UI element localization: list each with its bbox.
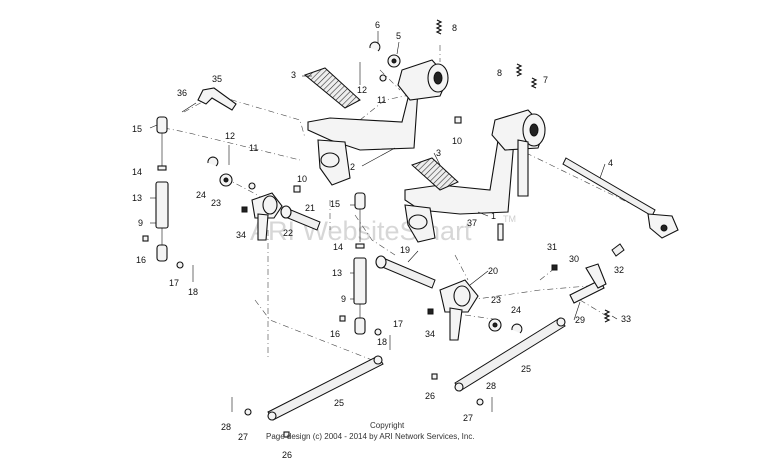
callout-25b: 25 [521,364,531,374]
callout-12a: 12 [357,85,367,95]
callout-26a: 26 [282,450,292,460]
pivot-pin-left [280,205,321,231]
pedal-assembly-left [303,59,449,186]
callout-37: 37 [467,218,477,228]
callout-23b: 23 [491,295,501,305]
watermark-trademark: TM [503,214,516,224]
callout-4: 4 [608,158,613,168]
callout-12b: 12 [225,131,235,141]
callout-19: 19 [400,245,410,255]
callout-34a: 34 [236,230,246,240]
callout-28a: 28 [221,422,231,432]
callout-3b: 3 [436,148,441,158]
callout-35: 35 [212,74,222,84]
copyright-text: Page design (c) 2004 - 2014 by ARI Netwo… [266,432,475,441]
callout-17b: 17 [393,319,403,329]
long-links [267,317,566,421]
callout-18b: 18 [377,337,387,347]
callout-27a: 27 [238,432,248,442]
right-bracket [551,243,625,304]
callout-2: 2 [350,162,355,172]
callout-5: 5 [396,31,401,41]
callout-23a: 23 [211,198,221,208]
callout-26b: 26 [425,391,435,401]
callout-15b: 15 [330,199,340,209]
callout-16a: 16 [136,255,146,265]
watermark-text: ARI WebsiteSmart [250,216,472,246]
callout-32: 32 [614,265,624,275]
callout-14a: 14 [132,167,142,177]
hardware [142,41,523,438]
callout-13b: 13 [332,268,342,278]
callout-25a: 25 [334,398,344,408]
callout-9b: 9 [341,294,346,304]
callout-8b: 8 [497,68,502,78]
pedal-assembly-right [404,109,546,243]
callout-3a: 3 [291,70,296,80]
callout-36: 36 [177,88,187,98]
callout-13a: 13 [132,193,142,203]
callout-16b: 16 [330,329,340,339]
callout-9a: 9 [138,218,143,228]
callout-1: 1 [491,211,496,221]
callout-34b: 34 [425,329,435,339]
callout-6: 6 [375,20,380,30]
springs [435,19,611,323]
callout-22: 22 [283,228,293,238]
copyright-title: Copyright [370,421,405,430]
callout-24b: 24 [511,305,521,315]
callout-17a: 17 [169,278,179,288]
callout-29: 29 [575,315,585,325]
left-linkage [155,116,169,262]
callout-10a: 10 [452,136,462,146]
bent-rod [181,87,237,113]
cross-shaft [562,157,679,239]
callout-33: 33 [621,314,631,324]
callout-27b: 27 [463,413,473,423]
callout-10b: 10 [297,174,307,184]
callout-leaders [149,31,618,321]
callout-24a: 24 [196,190,206,200]
callout-14b: 14 [333,242,343,252]
callout-8a: 8 [452,23,457,33]
callout-31: 31 [547,242,557,252]
callout-15a: 15 [132,124,142,134]
control-arm-left [251,192,283,241]
callout-11a: 11 [377,95,386,105]
center-linkage [353,192,367,335]
callout-20: 20 [488,266,498,276]
callout-28b: 28 [486,381,496,391]
callout-21: 21 [305,203,315,213]
callout-labels: 1 2 3 3 4 5 6 7 8 8 9 9 10 10 11 11 12 1… [132,20,631,460]
callout-30: 30 [569,254,579,264]
pivot-pin [375,255,436,289]
callout-18a: 18 [188,287,198,297]
callout-7: 7 [543,75,548,85]
callout-11b: 11 [249,143,258,153]
control-arm-center [439,279,479,341]
